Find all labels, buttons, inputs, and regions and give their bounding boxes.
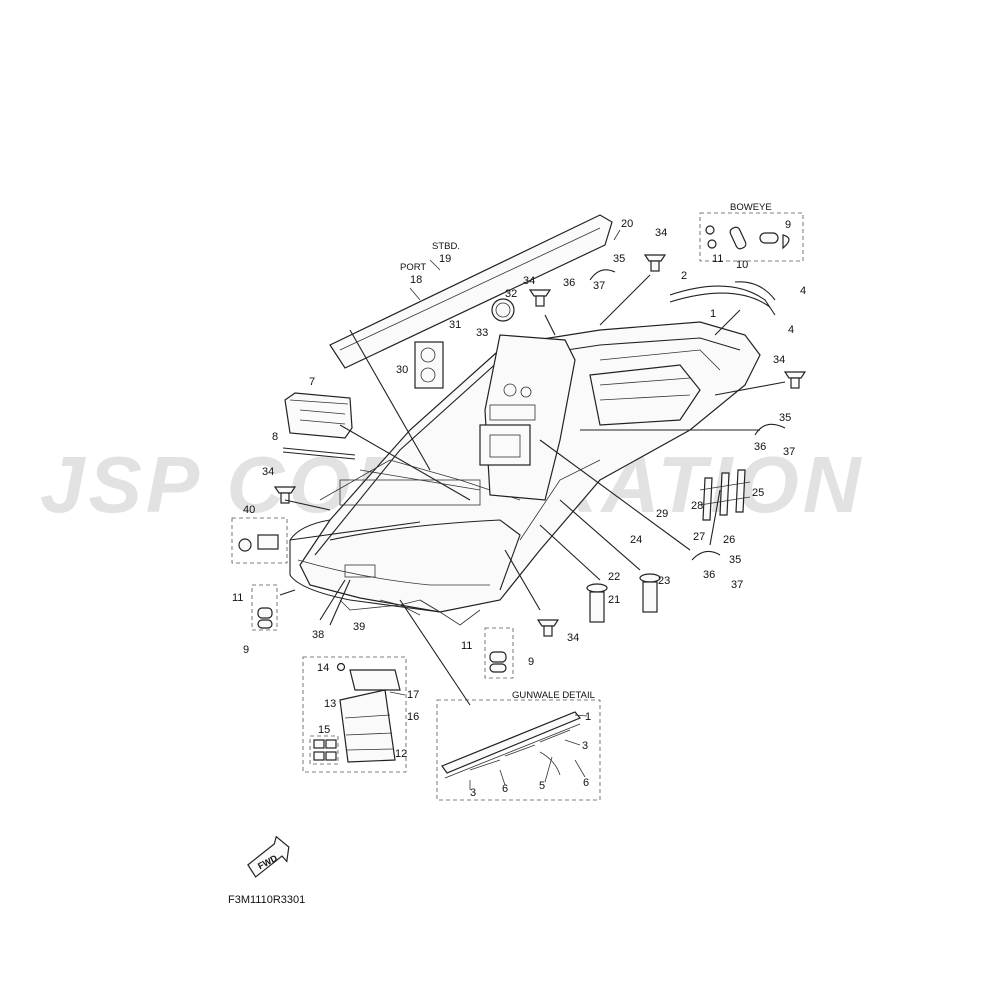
- plate-30-drawing: [414, 341, 444, 389]
- callout-2: 2: [681, 270, 687, 282]
- callout-12: 12: [395, 748, 407, 760]
- callout-34: 34: [773, 354, 785, 366]
- callout-35: 35: [613, 253, 625, 265]
- callout-22: 22: [608, 571, 620, 583]
- figure-code: F3M1110R3301: [228, 894, 305, 906]
- callout-7: 7: [309, 376, 315, 388]
- callout-39: 39: [353, 621, 365, 633]
- callout-31: 31: [449, 319, 461, 331]
- callout-5: 5: [539, 780, 545, 792]
- callout-37: 37: [593, 280, 605, 292]
- callout-8: 8: [272, 431, 278, 443]
- ladder-box: [302, 656, 407, 773]
- handrail-drawings: [589, 269, 786, 561]
- callout-32: 32: [505, 288, 517, 300]
- stbd-label: STBD.: [432, 241, 460, 252]
- callout-35: 35: [729, 554, 741, 566]
- rod-drawing: [282, 447, 356, 460]
- callout-11: 11: [461, 640, 472, 652]
- callout-11: 11: [712, 253, 723, 265]
- callout-3: 3: [582, 740, 588, 752]
- callout-21: 21: [608, 594, 620, 606]
- callout-38: 38: [312, 629, 324, 641]
- gunwale-detail-title: GUNWALE DETAIL: [512, 690, 595, 701]
- callout-17: 17: [407, 689, 419, 701]
- callout-26: 26: [723, 534, 735, 546]
- windshield-drawing: [329, 214, 613, 369]
- callout-37: 37: [731, 579, 743, 591]
- callout-18: 18: [410, 274, 422, 286]
- callout-34: 34: [655, 227, 667, 239]
- callout-16: 16: [407, 711, 419, 723]
- cup-holders-drawing: [586, 573, 661, 623]
- callout-34: 34: [523, 275, 535, 287]
- callout-9: 9: [243, 644, 249, 656]
- callout-34: 34: [567, 632, 579, 644]
- leader-lines: [279, 229, 786, 790]
- callout-11: 11: [232, 592, 243, 604]
- box-11-9-middle: [484, 627, 514, 679]
- fwd-arrow: FWD: [247, 835, 290, 878]
- hull-drawing: [289, 321, 761, 626]
- callout-40: 40: [243, 504, 255, 516]
- callout-36: 36: [754, 441, 766, 453]
- cooler-drawing: [284, 392, 353, 439]
- callout-9: 9: [785, 219, 791, 231]
- gunwale-trim-drawing: [669, 281, 776, 316]
- callout-3: 3: [470, 787, 476, 799]
- callout-30: 30: [396, 364, 408, 376]
- callouts: 20 19 18 34 35 36 37 34 32 33 31 30 7 8 …: [232, 218, 806, 799]
- callout-29: 29: [656, 508, 668, 520]
- port-label: PORT: [400, 262, 426, 273]
- callout-33: 33: [476, 327, 488, 339]
- callout-25: 25: [752, 487, 764, 499]
- callout-23: 23: [658, 575, 670, 587]
- callout-1: 1: [585, 711, 591, 723]
- callout-13: 13: [324, 698, 336, 710]
- callout-10: 10: [736, 259, 748, 271]
- box-11-9-left: [251, 584, 278, 631]
- callout-37: 37: [783, 446, 795, 458]
- callout-27: 27: [693, 531, 705, 543]
- callout-36: 36: [563, 277, 575, 289]
- callout-1: 1: [710, 308, 716, 320]
- inspection-port-drawing: [491, 298, 515, 322]
- box-40: [231, 517, 288, 564]
- callout-19: 19: [439, 253, 451, 265]
- callout-4: 4: [788, 324, 794, 336]
- callout-35: 35: [779, 412, 791, 424]
- callout-36: 36: [703, 569, 715, 581]
- rod-holders-drawing: [699, 469, 751, 521]
- boweye-title: BOWEYE: [730, 202, 772, 213]
- cleat-drawings: [273, 254, 807, 637]
- callout-34: 34: [262, 466, 274, 478]
- gunwale-detail-box: GUNWALE DETAIL: [436, 690, 601, 801]
- callout-14: 14: [317, 662, 329, 674]
- callout-6: 6: [583, 777, 589, 789]
- callout-6: 6: [502, 783, 508, 795]
- callout-4: 4: [800, 285, 806, 297]
- callout-15: 15: [318, 724, 330, 736]
- callout-28: 28: [691, 500, 703, 512]
- callout-9: 9: [528, 656, 534, 668]
- callout-20: 20: [621, 218, 633, 230]
- boweye-box: BOWEYE: [699, 202, 804, 262]
- callout-24: 24: [630, 534, 642, 546]
